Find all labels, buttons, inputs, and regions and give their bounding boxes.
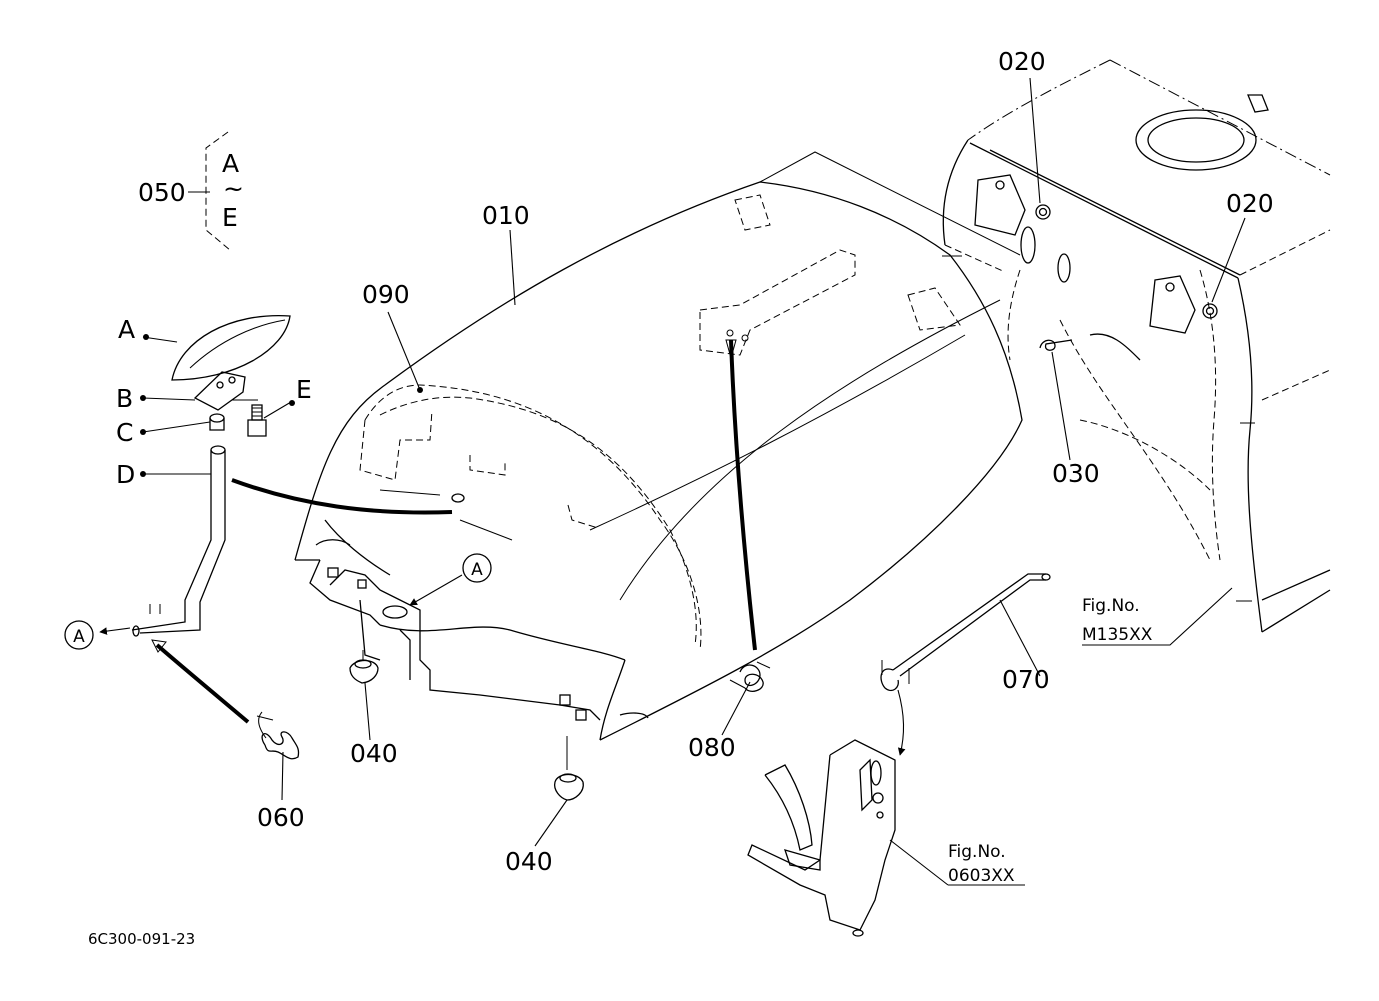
subpart-b: B xyxy=(116,384,133,413)
view-a-label-2: A xyxy=(73,627,85,647)
fig-ref-2-number: 0603XX xyxy=(948,866,1015,886)
subpart-labels: A B C D E A ~ E xyxy=(116,149,312,489)
figure-ref-m135xx: Fig.No. M135XX xyxy=(1082,596,1153,645)
fender-cover xyxy=(294,151,1023,741)
callout-020-a: 020 xyxy=(998,47,1046,76)
pedal-bracket xyxy=(747,739,896,937)
view-a-label-1: A xyxy=(471,560,483,580)
spring-060 xyxy=(256,711,300,760)
subpart-c: C xyxy=(116,418,133,447)
view-a-marker-2: A xyxy=(64,620,94,650)
callout-030: 030 xyxy=(1052,459,1100,488)
callout-060: 060 xyxy=(257,803,305,832)
view-a-pointers xyxy=(99,574,906,756)
figure-ref-0603xx: Fig.No. 0603XX xyxy=(948,842,1015,886)
clip-030 xyxy=(1039,339,1073,351)
fig-ref-2-title: Fig.No. xyxy=(948,842,1006,862)
fig-ref-1-number: M135XX xyxy=(1082,625,1153,645)
fig-ref-1-title: Fig.No. xyxy=(1082,596,1140,616)
lever-assembly xyxy=(131,314,291,637)
spring-080 xyxy=(729,661,771,692)
callout-050: 050 xyxy=(138,178,186,207)
subpart-a: A xyxy=(118,315,135,344)
callout-070: 070 xyxy=(1002,665,1050,694)
view-a-marker-1: A xyxy=(462,553,492,583)
assembly-arrows xyxy=(151,339,757,724)
range-end: E xyxy=(222,203,238,232)
subpart-d: D xyxy=(116,460,135,489)
range-tilde: ~ xyxy=(223,174,244,203)
range-start: A xyxy=(222,149,239,178)
subpart-e: E xyxy=(296,375,312,404)
rear-fender-body xyxy=(942,59,1331,633)
leader-lines xyxy=(140,77,1246,886)
callout-040-a: 040 xyxy=(350,739,398,768)
drawing-code: 6C300-091-23 xyxy=(88,930,195,948)
callout-010: 010 xyxy=(482,201,530,230)
callout-080: 080 xyxy=(688,733,736,762)
callout-labels: 010 020 020 030 040 040 050 060 070 080 … xyxy=(138,47,1274,876)
rod-070 xyxy=(880,573,1051,692)
callout-090: 090 xyxy=(362,280,410,309)
callout-020-b: 020 xyxy=(1226,189,1274,218)
rubber-feet-040 xyxy=(349,650,584,801)
callout-040-b: 040 xyxy=(505,847,553,876)
